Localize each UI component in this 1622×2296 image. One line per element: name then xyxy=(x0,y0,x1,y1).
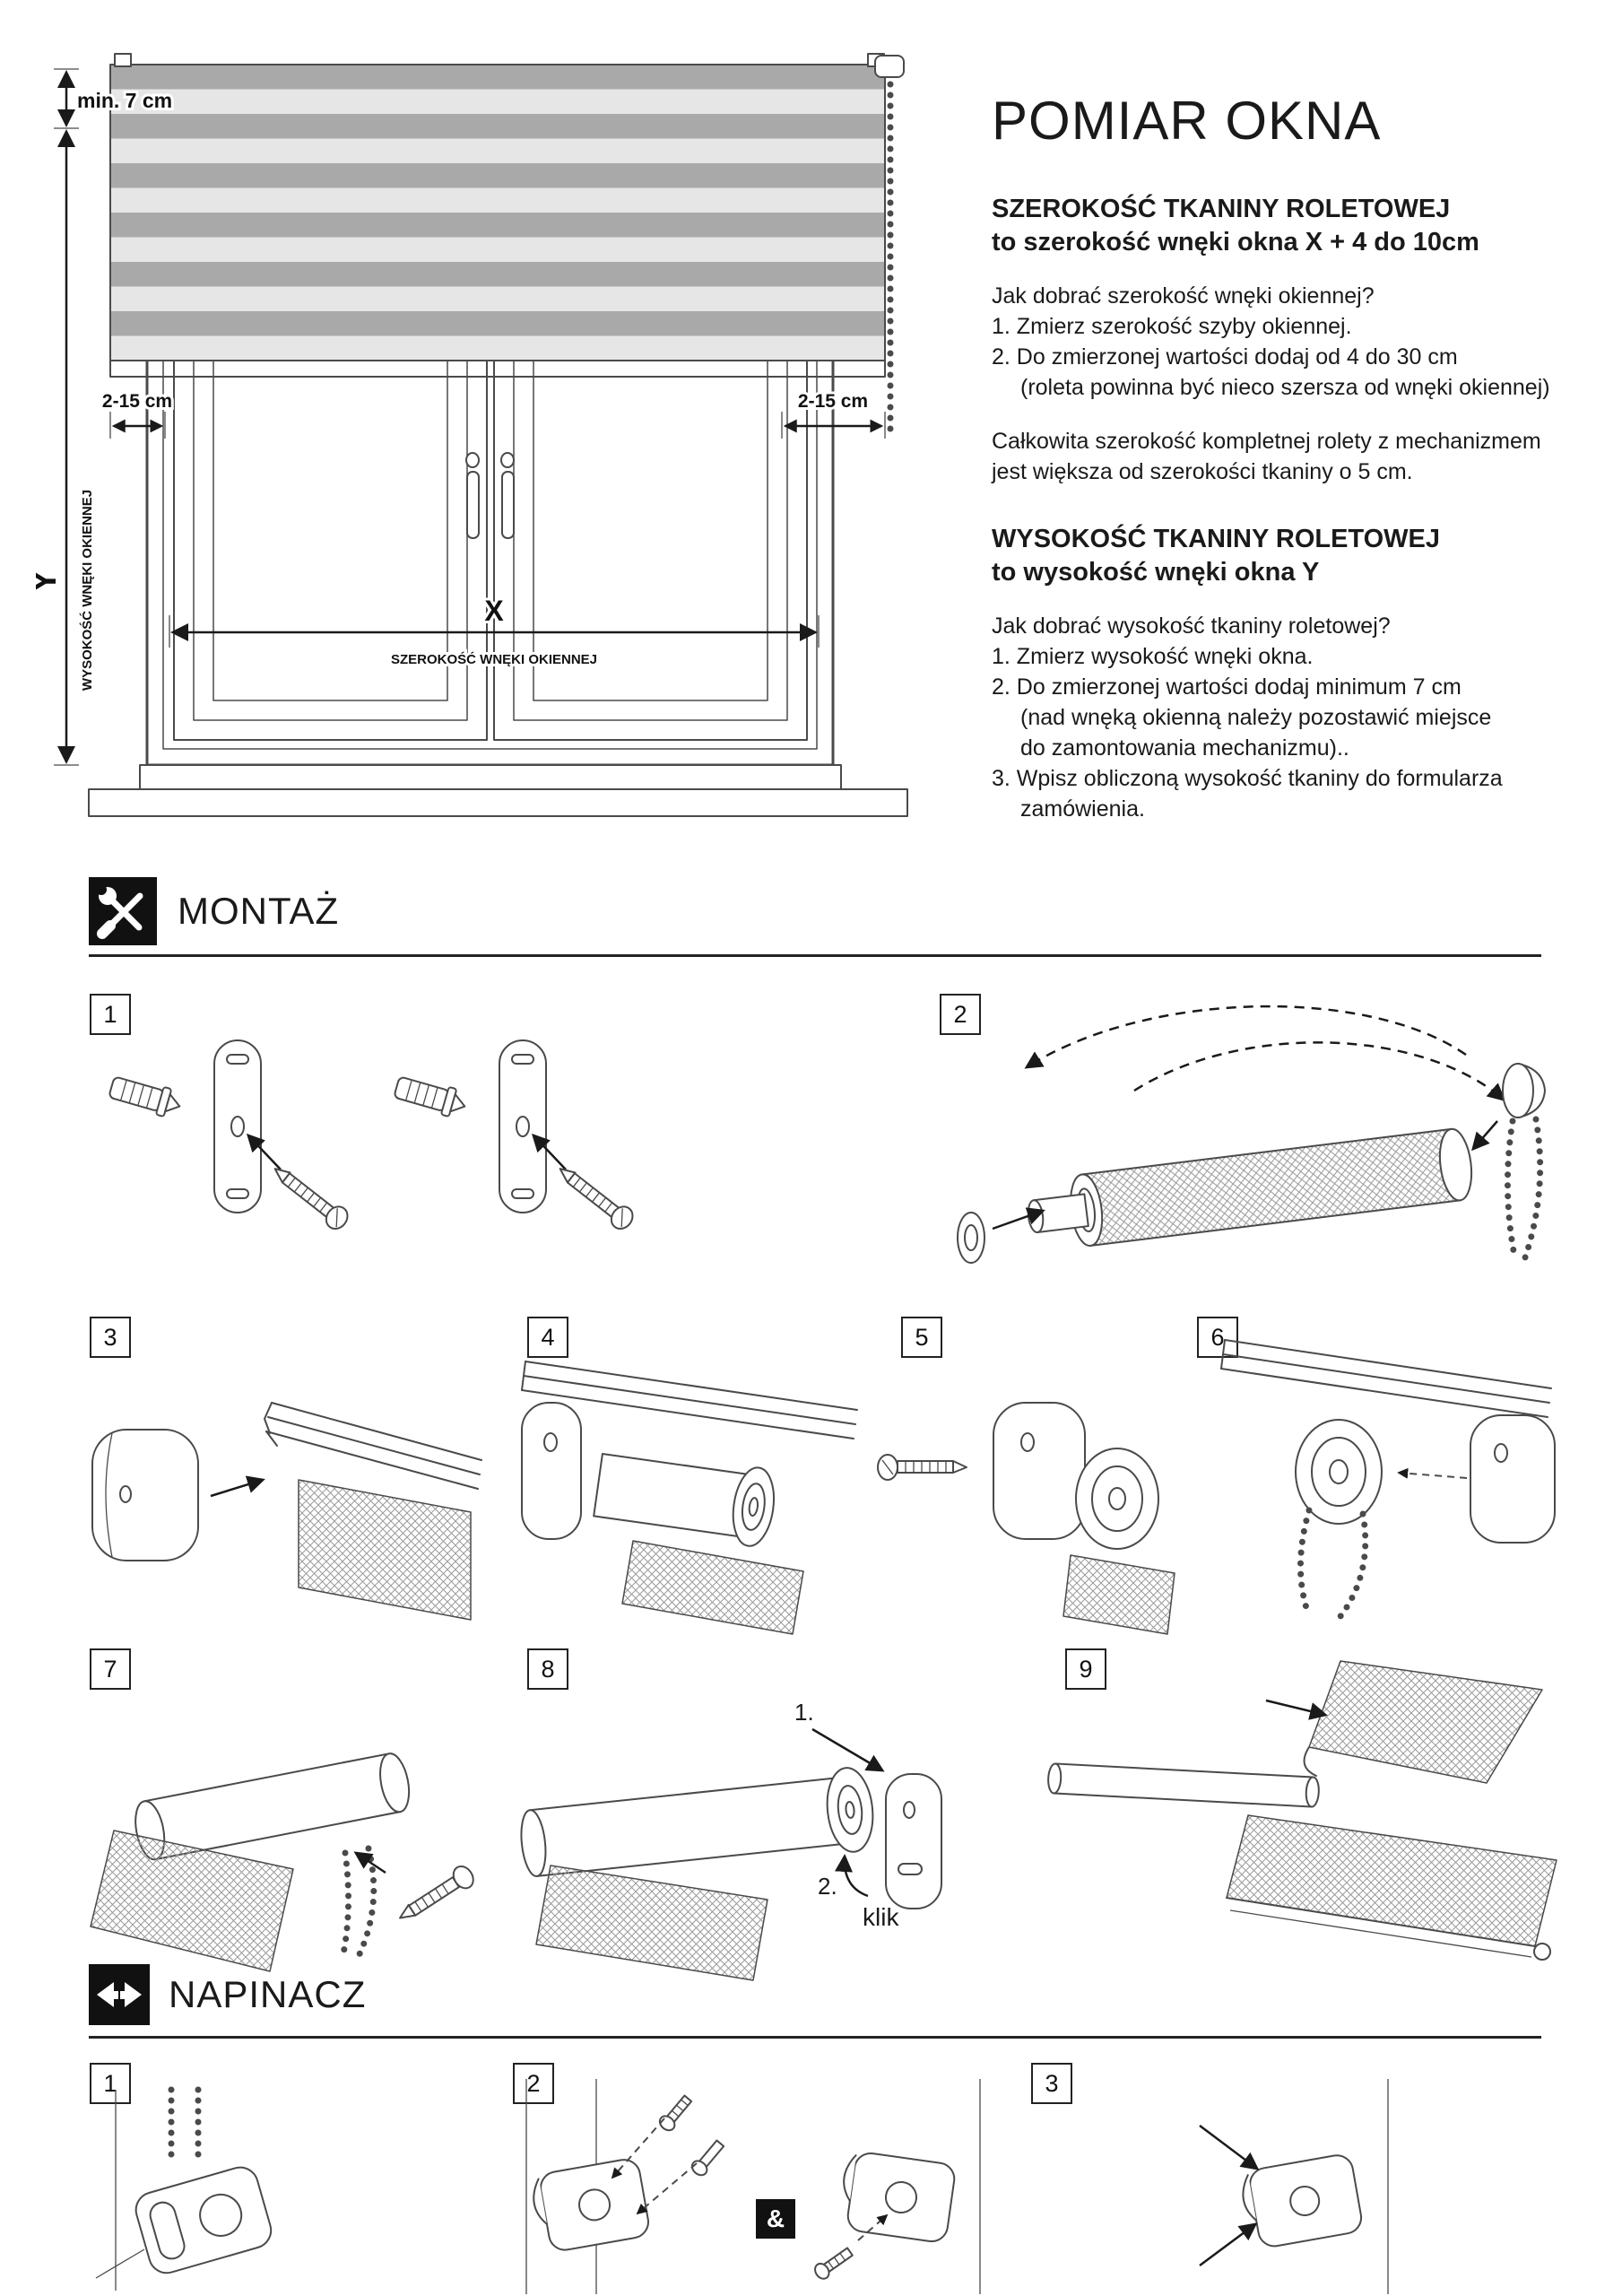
y-axis-label: WYSOKOŚĆ WNĘKI OKIENNEJ xyxy=(79,490,95,691)
height-step-3: 3. Wpisz obliczoną wysokość tkaniny do f… xyxy=(992,766,1503,792)
width-note-line2: jest większa od szerokości tkaniny o 5 c… xyxy=(992,459,1413,485)
montaz-step-8-illustration xyxy=(520,1727,942,1981)
montaz-step-3-illustration xyxy=(91,1402,482,1621)
napinacz-step-1-illustration xyxy=(95,2086,273,2291)
page-title: POMIAR OKNA xyxy=(992,91,1382,151)
napinacz-divider xyxy=(89,2036,1541,2039)
height-howto: Jak dobrać wysokość tkaniny roletowej? 1… xyxy=(992,611,1583,824)
dimension-ticks xyxy=(54,68,886,766)
napinacz-step-3-illustration xyxy=(1199,2079,1389,2294)
and-joiner: & xyxy=(756,2199,795,2239)
x-axis-label: SZEROKOŚĆ WNĘKI OKIENNEJ xyxy=(391,651,597,667)
montaz-step-7-illustration xyxy=(90,1752,474,1972)
width-note: Całkowita szerokość kompletnej rolety z … xyxy=(992,426,1583,487)
width-heading-line2: to szerokość wnęki okna X + 4 do 10cm xyxy=(992,228,1479,257)
montaz-step-6-illustration xyxy=(1220,1339,1556,1623)
montaz-step-4-illustration xyxy=(521,1361,858,1635)
width-heading-line1: SZEROKOŚĆ TKANINY ROLETOWEJ xyxy=(992,195,1451,223)
double-arrow-icon xyxy=(89,1964,150,2025)
height-step-3-cont: zamówienia. xyxy=(1020,796,1145,822)
height-step-1: 1. Zmierz wysokość wnęki okna. xyxy=(992,644,1314,670)
step8-marker-2: 2. xyxy=(818,1873,837,1900)
height-step-2-cont1: (nad wnęką okienną należy pozostawić mie… xyxy=(1020,705,1492,731)
napinacz-step-2-illustration xyxy=(525,2079,725,2294)
width-step-1: 1. Zmierz szerokość szyby okiennej. xyxy=(992,314,1352,340)
measurement-instructions: POMIAR OKNA SZEROKOŚĆ TKANINY ROLETOWEJ … xyxy=(992,90,1583,824)
tools-icon xyxy=(89,877,157,945)
montaz-divider xyxy=(89,954,1541,957)
width-howto: Jak dobrać szerokość wnęki okiennej? 1. … xyxy=(992,281,1583,403)
napinacz-step-3-number: 3 xyxy=(1031,2063,1072,2104)
montaz-step-8-number: 8 xyxy=(527,1648,568,1690)
height-step-2-cont2: do zamontowania mechanizmu).. xyxy=(1020,735,1349,761)
height-heading-line1: WYSOKOŚĆ TKANINY ROLETOWEJ xyxy=(992,525,1441,554)
montaz-step-1-number: 1 xyxy=(90,994,131,1035)
height-heading: WYSOKOŚĆ TKANINY ROLETOWEJ to wysokość w… xyxy=(992,523,1583,589)
montaz-step-1-illustration xyxy=(108,1033,690,1274)
montaz-step-2-number: 2 xyxy=(940,994,981,1035)
napinacz-heading: NAPINACZ xyxy=(169,1973,367,2015)
width-step-2-cont: (roleta powinna być nieco szersza od wnę… xyxy=(1020,375,1550,401)
height-step-2: 2. Do zmierzonej wartości dodaj minimum … xyxy=(992,674,1462,700)
overhang-right-label: 2-15 cm xyxy=(798,391,868,412)
napinacz-step-2-number: 2 xyxy=(513,2063,554,2104)
montaz-step-6-number: 6 xyxy=(1197,1317,1238,1358)
montaz-heading: MONTAŻ xyxy=(178,890,340,932)
x-letter-label: X xyxy=(484,595,504,627)
width-heading: SZEROKOŚĆ TKANINY ROLETOWEJ to szerokość… xyxy=(992,193,1583,259)
montaz-step-2-illustration xyxy=(957,1004,1546,1266)
width-note-line1: Całkowita szerokość kompletnej rolety z … xyxy=(992,429,1541,455)
width-intro: Jak dobrać szerokość wnęki okiennej? xyxy=(992,283,1375,309)
height-intro: Jak dobrać wysokość tkaniny roletowej? xyxy=(992,613,1391,639)
window-measurement-diagram: min. 7 cm 2-15 cm 2-15 cm Y WYSOKOŚĆ WNĘ… xyxy=(36,53,908,817)
min-7cm-label: min. 7 cm xyxy=(77,89,172,112)
roller-blind xyxy=(109,53,905,378)
step8-marker-1: 1. xyxy=(794,1699,814,1726)
overhang-left-label: 2-15 cm xyxy=(102,391,172,412)
montaz-step-7-number: 7 xyxy=(90,1648,131,1690)
montaz-step-9-illustration xyxy=(1047,1660,1557,1961)
montaz-step-3-number: 3 xyxy=(90,1317,131,1358)
dimension-arrows xyxy=(57,70,884,764)
height-heading-line2: to wysokość wnęki okna Y xyxy=(992,558,1320,587)
width-step-2: 2. Do zmierzonej wartości dodaj od 4 do … xyxy=(992,344,1458,370)
montaz-step-5-number: 5 xyxy=(901,1317,942,1358)
napinacz-step-1-number: 1 xyxy=(90,2063,131,2104)
montaz-step-5-illustration xyxy=(877,1402,1175,1635)
montaz-step-4-number: 4 xyxy=(527,1317,568,1358)
montaz-step-9-number: 9 xyxy=(1065,1648,1106,1690)
step8-klik-label: klik xyxy=(863,1903,899,1931)
y-letter-label: Y xyxy=(36,570,64,592)
napinacz-step-2b-illustration xyxy=(814,2079,981,2294)
